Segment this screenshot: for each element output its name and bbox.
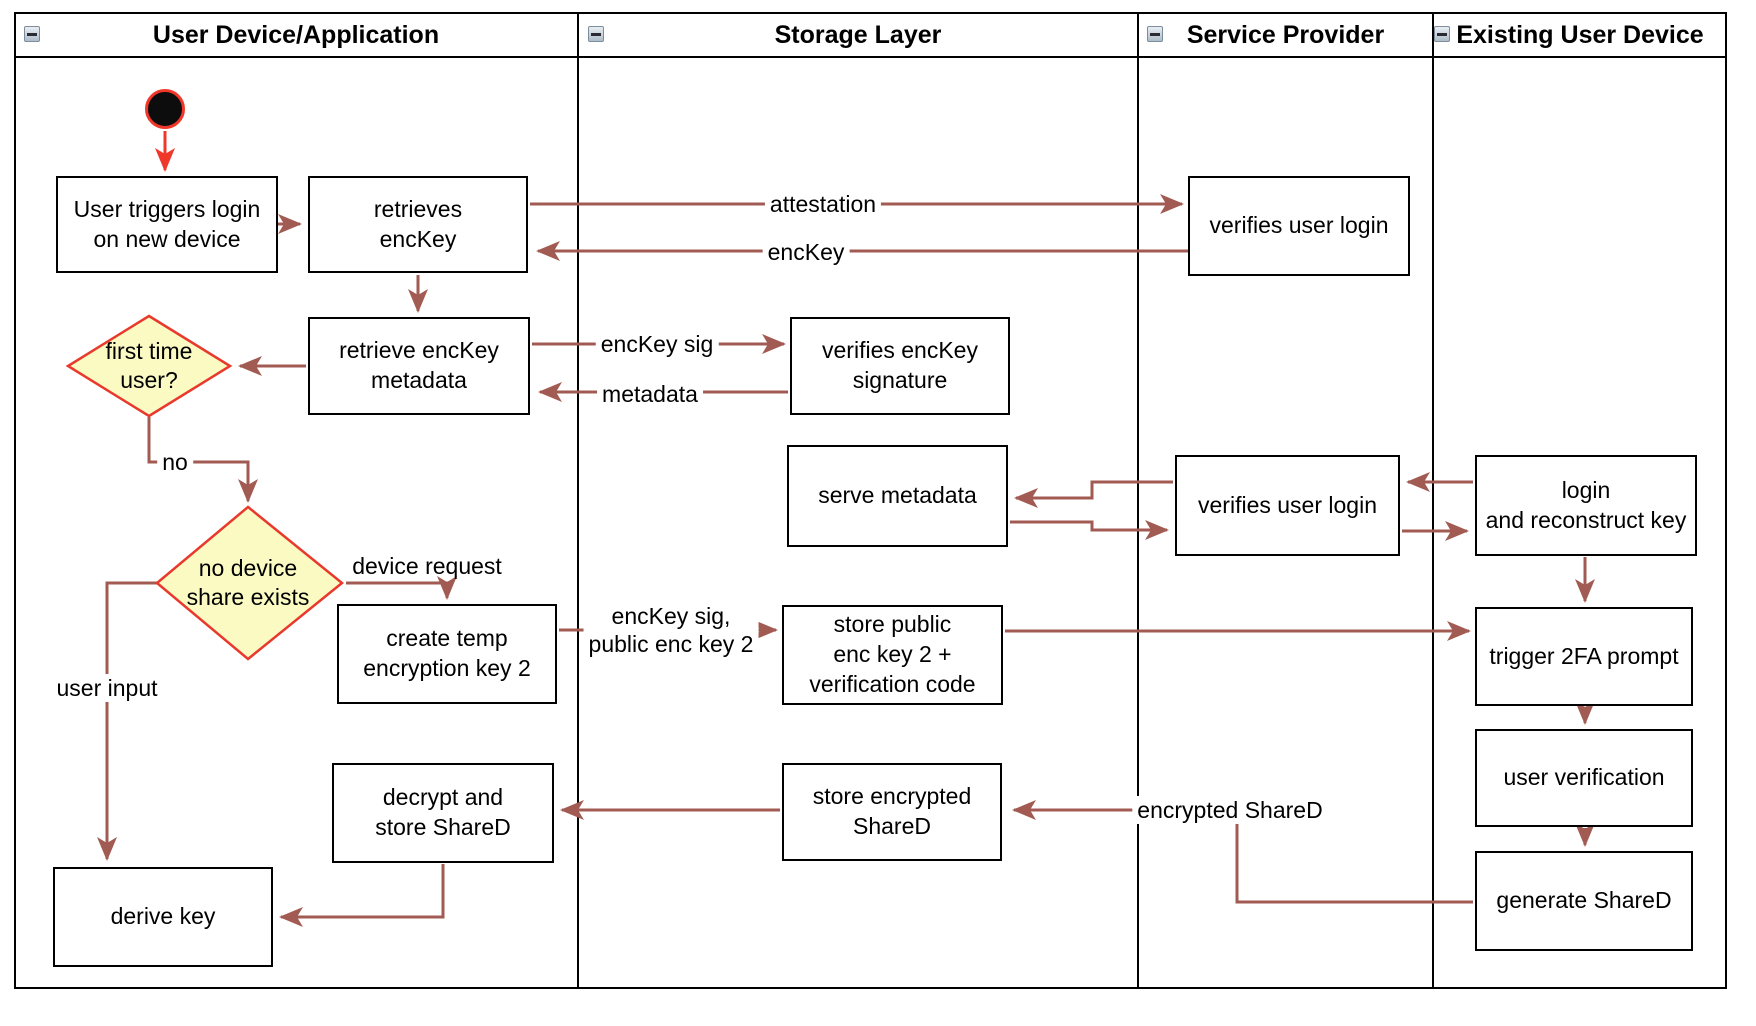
edge-label-no: no — [157, 447, 193, 477]
node-verifies-enckey-signature[interactable]: verifies encKey signature — [790, 317, 1010, 415]
decision-label-no-device-share: no device share exists — [186, 555, 310, 610]
node-verifies-user-login-top[interactable]: verifies user login — [1188, 176, 1410, 276]
edge-user-input — [97, 581, 157, 861]
node-store-encrypted-shared[interactable]: store encrypted ShareD — [782, 763, 1002, 861]
edge-decrypt-to-derive — [279, 864, 445, 927]
diagram-outer-border — [14, 12, 1727, 989]
node-label: store public enc key 2 + verification co… — [809, 611, 976, 697]
node-create-temp-key[interactable]: create temp encryption key 2 — [337, 604, 557, 704]
collapse-icon[interactable] — [1147, 26, 1163, 42]
node-label: retrieves encKey — [373, 195, 463, 252]
collapse-icon[interactable] — [24, 26, 40, 42]
node-label: store encrypted ShareD — [812, 783, 972, 839]
node-label: user verification — [1503, 764, 1665, 791]
edge-encrypted-shared — [1012, 800, 1473, 904]
edge-label-metadata: metadata — [597, 379, 703, 409]
node-label: create temp encryption key 2 — [363, 625, 531, 681]
edge-label-encrypted-shared: encrypted ShareD — [1132, 795, 1328, 825]
edge-label-attestation: attestation — [764, 189, 882, 219]
edge-label-enckey: encKey — [762, 237, 850, 267]
edge-no-branch — [147, 417, 258, 503]
edge-label-user-input: user input — [51, 673, 163, 703]
node-label: retrieve encKey metadata — [339, 337, 499, 393]
edge-device-request — [346, 576, 457, 600]
node-trigger-2fa[interactable]: trigger 2FA prompt — [1475, 607, 1693, 706]
node-label: generate ShareD — [1496, 887, 1672, 914]
lane-header-existing-device: Existing User Device — [1456, 20, 1704, 49]
collapse-icon[interactable] — [588, 26, 604, 42]
node-label: login and reconstruct key — [1485, 476, 1687, 533]
edge-label-enckey-sig-public: encKey sig, public enc key 2 — [583, 601, 759, 659]
lane-divider-2 — [1137, 12, 1139, 989]
lane-header-storage-layer: Storage Layer — [774, 20, 942, 49]
minus-icon — [1437, 32, 1447, 36]
minus-icon — [27, 32, 37, 36]
edge-verifies2-to-serve — [1014, 480, 1173, 508]
collapse-icon[interactable] — [1434, 26, 1450, 42]
edge-label-enckey-sig: encKey sig — [595, 329, 719, 359]
edge-serve-to-verifies2 — [1010, 520, 1169, 540]
node-decrypt-store-shared[interactable]: decrypt and store ShareD — [332, 763, 554, 863]
node-label: verifies encKey signature — [822, 337, 978, 393]
decision-label-first-time-user: first time user? — [105, 338, 193, 393]
node-label: verifies user login — [1209, 212, 1389, 239]
node-label: verifies user login — [1198, 491, 1377, 518]
lane-header-service-provider: Service Provider — [1186, 20, 1385, 49]
node-login-reconstruct-key[interactable]: login and reconstruct key — [1475, 455, 1697, 556]
lane-header-user-device: User Device/Application — [152, 20, 440, 49]
decision-no-device-share[interactable] — [155, 505, 344, 661]
node-user-verification[interactable]: user verification — [1475, 729, 1693, 827]
node-label: User triggers login on new device — [73, 195, 261, 252]
node-label: serve metadata — [818, 482, 977, 509]
node-label: trigger 2FA prompt — [1489, 642, 1679, 669]
node-retrieve-enckey-metadata[interactable]: retrieve encKey metadata — [308, 317, 530, 415]
lane-header-divider — [14, 56, 1727, 58]
minus-icon — [1150, 32, 1160, 36]
initial-state-node[interactable] — [145, 89, 185, 129]
lane-divider-1 — [577, 12, 579, 989]
node-derive-key[interactable]: derive key — [53, 867, 273, 967]
lane-divider-3 — [1432, 12, 1434, 989]
node-serve-metadata[interactable]: serve metadata — [787, 445, 1008, 547]
node-retrieves-enckey[interactable]: retrieves encKey — [308, 176, 528, 273]
edge-label-device-request: device request — [352, 552, 502, 579]
node-generate-shared[interactable]: generate ShareD — [1475, 851, 1693, 951]
node-label: derive key — [110, 903, 216, 930]
node-user-triggers-login[interactable]: User triggers login on new device — [56, 176, 278, 273]
decision-first-time-user[interactable] — [65, 314, 233, 418]
node-store-public-key[interactable]: store public enc key 2 + verification co… — [782, 605, 1003, 705]
node-verifies-user-login-mid[interactable]: verifies user login — [1175, 455, 1400, 556]
node-label: decrypt and store ShareD — [375, 784, 511, 840]
minus-icon — [591, 32, 601, 36]
